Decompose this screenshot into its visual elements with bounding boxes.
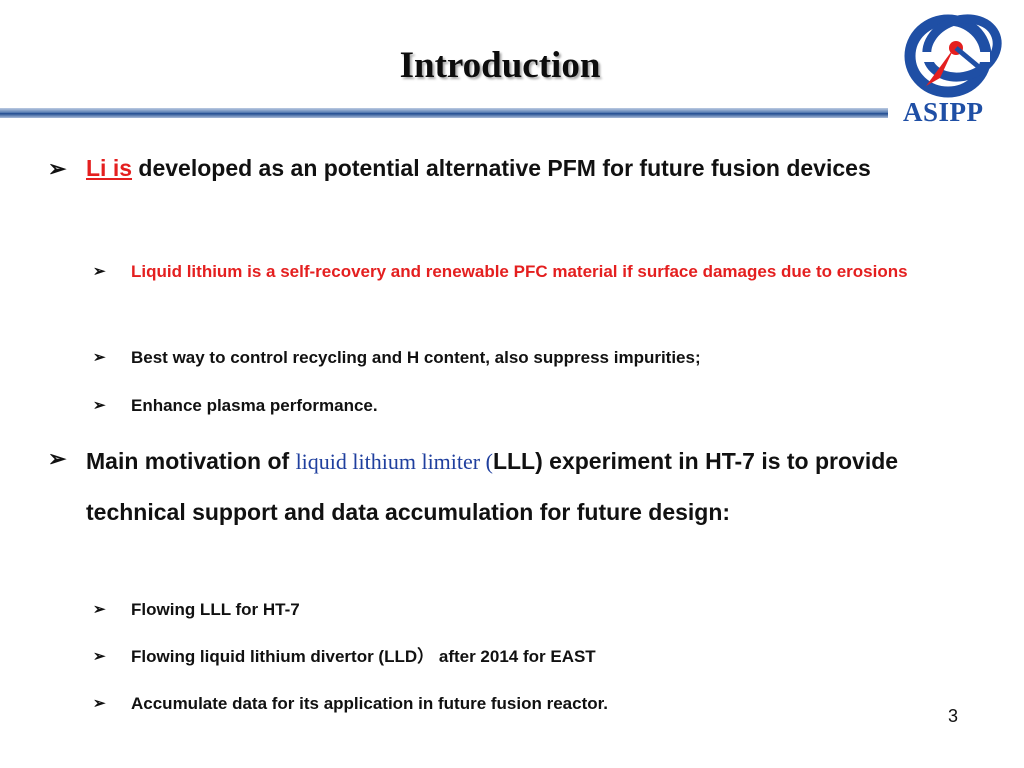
bullet-arrow-icon: ➢ <box>48 446 67 471</box>
bullet-text-post: LLL) experiment in HT-7 is to provide te… <box>86 448 899 525</box>
bullet-arrow-icon: ➢ <box>93 349 106 366</box>
subbullet-text: Flowing liquid lithium divertor (LLD） af… <box>131 647 596 666</box>
subbullet-enhance-plasma: ➢ Enhance plasma performance. <box>93 386 913 426</box>
title-rule <box>0 108 888 118</box>
subbullet-flowing-lld: ➢ Flowing liquid lithium divertor (LLD） … <box>93 637 913 677</box>
subbullet-text: Accumulate data for its application in f… <box>131 694 609 713</box>
subbullet-flowing-lll: ➢ Flowing LLL for HT-7 <box>93 590 913 630</box>
bullet-main-motivation: ➢ Main motivation of liquid lithium limi… <box>48 436 908 538</box>
bullet-arrow-icon: ➢ <box>93 695 106 712</box>
asipp-logo-text: ASIPP <box>903 97 984 127</box>
subbullet-best-way: ➢ Best way to control recycling and H co… <box>93 338 913 378</box>
subbullet-text: Best way to control recycling and H cont… <box>131 348 701 367</box>
subbullet-liquid-lithium: ➢ Liquid lithium is a self-recovery and … <box>93 252 913 292</box>
bullet-arrow-icon: ➢ <box>48 156 67 181</box>
bullet-lead-li-is: Li is <box>86 155 133 181</box>
subbullet-text: Liquid lithium is a self-recovery and re… <box>131 262 908 281</box>
subbullet-text: Flowing LLL for HT-7 <box>131 600 300 619</box>
bullet-li-developed: ➢ Li is developed as an potential altern… <box>48 146 908 191</box>
subbullet-accumulate-data: ➢ Accumulate data for its application in… <box>93 684 913 724</box>
bullet-text-lll: liquid lithium limiter ( <box>295 449 493 474</box>
bullet-arrow-icon: ➢ <box>93 601 106 618</box>
bullet-text-pre: Main motivation of <box>86 448 296 474</box>
asipp-logo-icon <box>904 14 1002 98</box>
slide-title: Introduction <box>399 45 601 86</box>
bullet-arrow-icon: ➢ <box>93 263 106 280</box>
bullet-text: developed as an potential alternative PF… <box>132 155 871 181</box>
bullet-arrow-icon: ➢ <box>93 648 106 665</box>
subbullet-text: Enhance plasma performance. <box>131 396 378 415</box>
page-number: 3 <box>948 706 959 726</box>
bullet-arrow-icon: ➢ <box>93 397 106 414</box>
